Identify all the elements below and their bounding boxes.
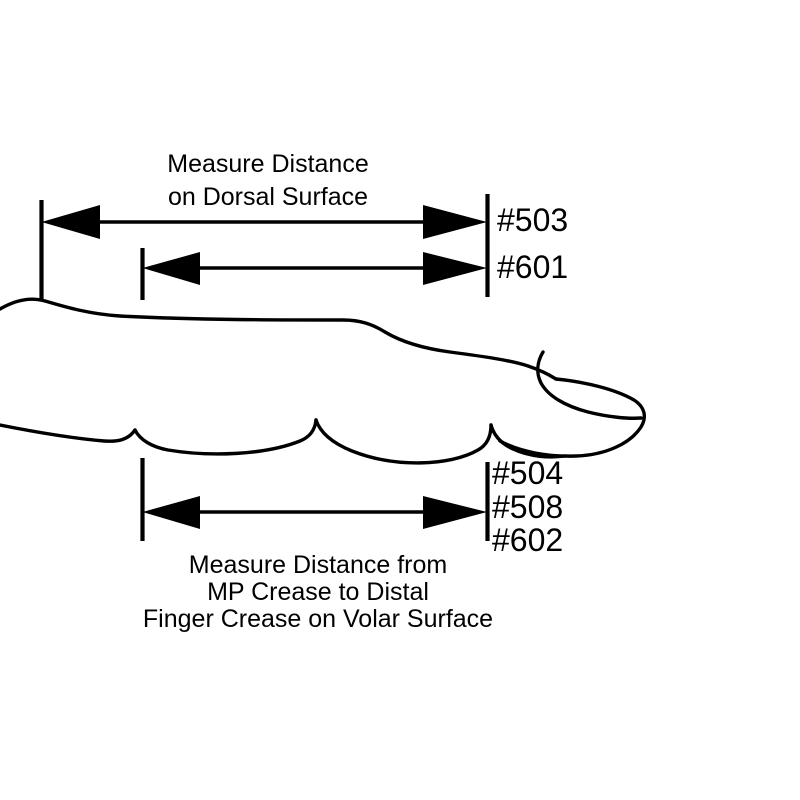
dorsal-arrow-503-head-right [423,205,487,239]
dorsal-arrow-601-head-right [423,252,487,285]
volar-code-602: #602 [492,522,563,558]
dorsal-arrow-601 [142,252,487,285]
volar-arrow [142,496,487,529]
volar-distal-crease-segment [489,423,567,459]
fingernail-outline [536,350,643,420]
volar-arrow-head-right [423,496,487,529]
volar-caption-line-3: Finger Crease on Volar Surface [143,605,493,633]
volar-mp-crease-segment [133,418,318,456]
dorsal-caption-line-2: on Dorsal Surface [168,183,368,211]
dorsal-arrow-503-head-left [41,205,100,239]
volar-arrow-head-left [142,496,200,529]
volar-code-508: #508 [492,489,563,525]
volar-caption-line-1: Measure Distance from [189,551,447,579]
finger-dorsal-contour [0,297,558,381]
volar-code-504: #504 [492,455,563,491]
dorsal-arrow-601-head-left [142,252,200,285]
dorsal-code-503: #503 [497,202,568,238]
dorsal-caption-line-1: Measure Distance [167,150,368,178]
volar-pip-crease-segment [314,418,493,465]
dorsal-arrow-503 [41,205,487,239]
dorsal-code-601: #601 [497,249,568,285]
fingertip-outer-contour [498,377,647,458]
volar-proximal-segment [0,423,137,443]
volar-caption-line-2: MP Crease to Distal [207,578,429,606]
